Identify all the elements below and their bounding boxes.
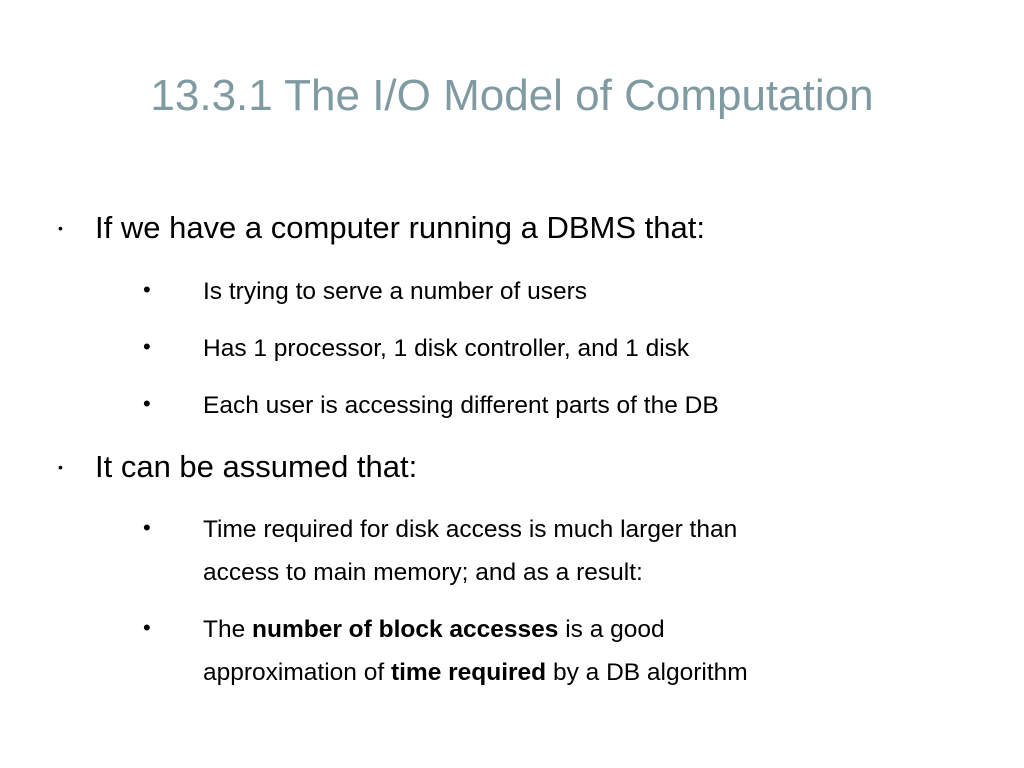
text-run: The bbox=[203, 616, 253, 643]
bold-term-block-accesses: number of block accesses bbox=[252, 616, 559, 643]
bullet-dot-icon: • bbox=[58, 459, 63, 475]
bullet-text: It can be assumed that: bbox=[95, 449, 418, 484]
bullet-text: Time required for disk access is much la… bbox=[203, 508, 963, 594]
bullet-text-line: Time required for disk access is much la… bbox=[203, 516, 738, 543]
text-run: approximation of bbox=[203, 659, 391, 686]
bullet-text-line: The number of block accesses is a good bbox=[203, 608, 963, 651]
bullet-dot-icon: • bbox=[143, 391, 151, 416]
bullet-dot-icon: • bbox=[143, 515, 151, 540]
bullet-dot-icon: • bbox=[143, 277, 151, 302]
bullet-dot-icon: • bbox=[58, 220, 63, 236]
bullet-text-line: approximation of time required by a DB a… bbox=[203, 651, 963, 694]
text-run: is a good bbox=[558, 616, 665, 643]
bullet-dot-icon: • bbox=[143, 615, 151, 640]
bullet-text: Is trying to serve a number of users bbox=[203, 278, 587, 305]
bullet-text: The number of block accesses is a good a… bbox=[203, 608, 963, 694]
slide-title: 13.3.1 The I/O Model of Computation bbox=[150, 71, 874, 120]
bullet-dot-icon: • bbox=[143, 334, 151, 359]
bullet-text: If we have a computer running a DBMS tha… bbox=[95, 210, 705, 245]
bullet-text: Each user is accessing different parts o… bbox=[203, 392, 719, 419]
bold-term-time-required: time required bbox=[390, 659, 547, 686]
bullet-text: Has 1 processor, 1 disk controller, and … bbox=[203, 335, 690, 362]
text-run: by a DB algorithm bbox=[546, 659, 748, 686]
bullet-text-line: access to main memory; and as a result: bbox=[203, 559, 643, 586]
